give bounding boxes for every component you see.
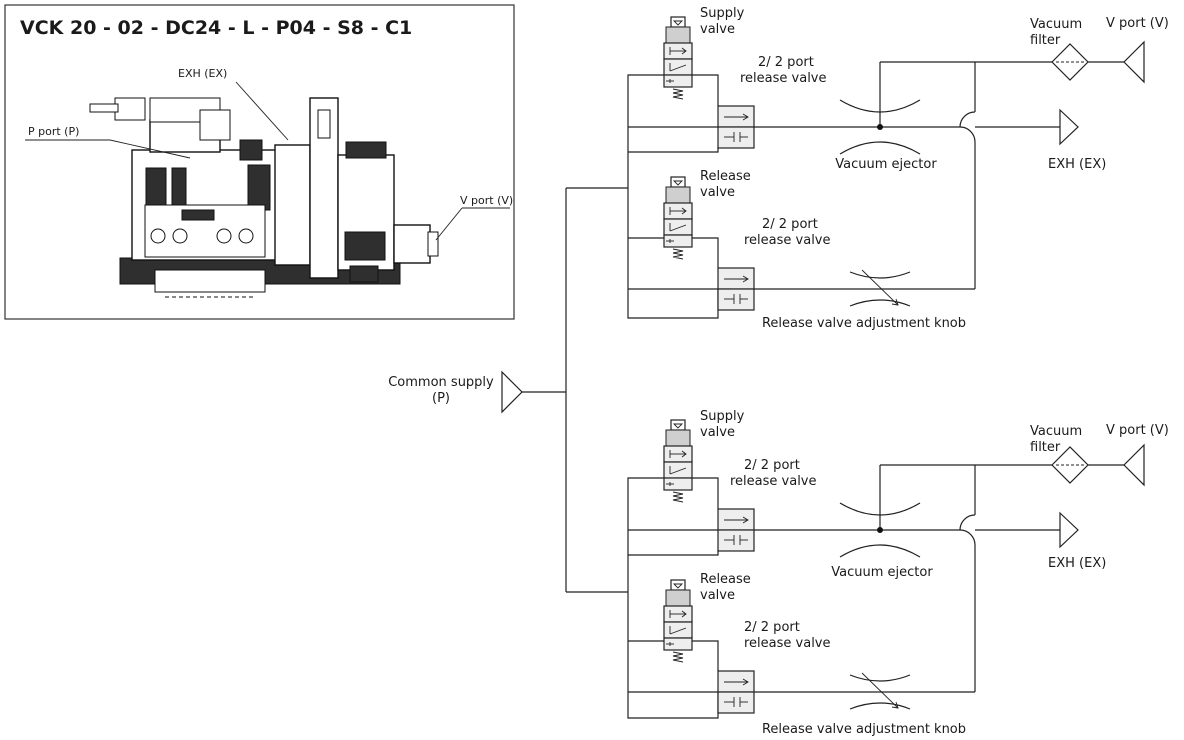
port-valve-a-label-2: 2/ 2 port: [744, 458, 800, 473]
exh-port-1: [1059, 108, 1079, 146]
common-supply-port: [501, 370, 523, 414]
v-port-1: [1123, 40, 1145, 84]
release-valve-2-2-a-1: [717, 105, 755, 149]
port-valve-a-label-1: 2/ 2 port: [758, 55, 814, 70]
knob-label-2: Release valve adjustment knob: [762, 722, 966, 737]
v-port-2: [1123, 443, 1145, 487]
panel-v-port-label: V port (V): [460, 194, 513, 207]
supply-valve-1: [663, 16, 693, 100]
product-panel: VCK 20 - 02 - DC24 - L - P04 - S8 - C1: [4, 4, 515, 320]
knob-label-1: Release valve adjustment knob: [762, 316, 966, 331]
common-supply: Common supply (P): [388, 187, 628, 593]
vacuum-filter-label-1b: filter: [1030, 33, 1061, 48]
ejector-unit-1: Supply valve 2/ 2 port release valve Rel…: [627, 6, 1169, 331]
supply-valve-label-2b: valve: [700, 425, 735, 440]
vacuum-filter-label-2: Vacuum: [1030, 424, 1082, 439]
port-valve-b-label-1b: release valve: [744, 233, 831, 248]
panel-p-port-label: P port (P): [28, 125, 79, 138]
ejector-unit-2: Supply valve 2/ 2 port release valve Rel…: [627, 409, 1169, 737]
release-valve-2: [663, 579, 693, 663]
supply-valve-label-1: Supply: [700, 6, 745, 21]
release-valve-label-1b: valve: [700, 185, 735, 200]
common-supply-label: Common supply: [388, 375, 494, 390]
supply-valve-label-2: Supply: [700, 409, 745, 424]
common-supply-label-p: (P): [432, 391, 450, 406]
port-valve-b-label-2: 2/ 2 port: [744, 620, 800, 635]
vacuum-filter-label-1: Vacuum: [1030, 17, 1082, 32]
release-valve-label-2b: valve: [700, 588, 735, 603]
exh-port-2: [1059, 511, 1079, 549]
port-valve-b-label-1: 2/ 2 port: [762, 217, 818, 232]
product-illustration: [89, 97, 439, 298]
release-throttle-2: [849, 674, 911, 682]
supply-valve-2: [663, 419, 693, 503]
supply-valve-label-1b: valve: [700, 22, 735, 37]
panel-exh-label: EXH (EX): [178, 67, 227, 80]
release-valve-label-2: Release: [700, 572, 751, 587]
release-throttle-1: [849, 271, 911, 279]
port-valve-a-label-2b: release valve: [730, 474, 817, 489]
exh-label-2: EXH (EX): [1048, 556, 1106, 571]
release-valve-label-1: Release: [700, 169, 751, 184]
port-valve-a-label-1b: release valve: [740, 71, 827, 86]
v-port-label-1: V port (V): [1106, 16, 1169, 31]
release-valve-1: [663, 176, 693, 260]
v-port-label-2: V port (V): [1106, 423, 1169, 438]
vacuum-filter-label-2b: filter: [1030, 440, 1061, 455]
model-code: VCK 20 - 02 - DC24 - L - P04 - S8 - C1: [20, 17, 412, 39]
vacuum-ejector-label-1: Vacuum ejector: [835, 157, 937, 172]
exh-leader: [235, 81, 289, 141]
vacuum-ejector-label-2: Vacuum ejector: [831, 565, 933, 580]
vacuum-ejector-2: [839, 502, 921, 516]
vacuum-ejector-1: [839, 99, 921, 113]
release-valve-2-2-b-1: [717, 267, 755, 311]
exh-label-1: EXH (EX): [1048, 157, 1106, 172]
release-valve-2-2-a-2: [717, 508, 755, 552]
exh-group-2: EXH (EX): [975, 511, 1106, 571]
port-valve-b-label-2b: release valve: [744, 636, 831, 651]
release-valve-2-2-b-2: [717, 670, 755, 714]
